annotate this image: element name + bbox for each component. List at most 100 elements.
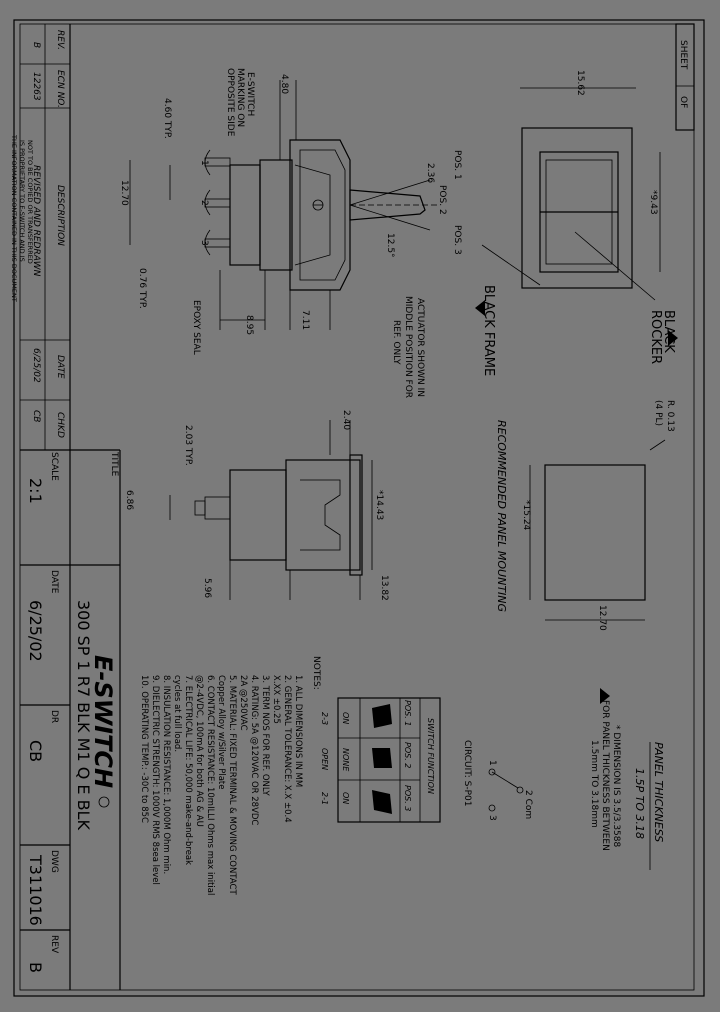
black-frame-triangle-icon <box>475 300 485 316</box>
dim-0-76: 0.76 TYP. <box>137 268 147 309</box>
note-8: 8. INSULATION RESISTANCE: 1,000M Ohm min… <box>161 675 171 874</box>
terminal-2-label: 2 <box>199 200 209 206</box>
pos3-rocker-icon <box>372 790 392 814</box>
proprietary-line-1: THE INFORMATION CONTAINED IN THIS DOCUME… <box>10 134 18 302</box>
pos-1-label: POS. 1 <box>452 150 462 180</box>
dim-2-03: 2.03 TYP. <box>183 425 193 466</box>
revision-table: REV. ECN NO. DESCRIPTION DATE CHKD B 122… <box>20 24 70 450</box>
dim-5-96: 5.96 <box>202 578 212 598</box>
pos2-state: NONE <box>341 748 350 772</box>
date-cell: 6/25/02 <box>31 348 41 383</box>
e-switch-logo: E-SWITCH <box>89 655 117 808</box>
dim-6-86: 6.86 <box>124 490 134 510</box>
registered-mark-icon <box>98 796 110 808</box>
pos2-header: POS. 2 <box>403 742 412 768</box>
of-label: OF <box>678 96 688 108</box>
black-rocker-triangle-icon <box>668 330 678 346</box>
panel-thickness-note: PANEL THICKNESS 1.5P TO 3.18 * DIMENSION… <box>589 688 665 870</box>
note-9: 9. DIELECTRIC STRENGTH: 1000V RMS 8sea l… <box>150 675 160 885</box>
marking-line-3: OPPOSITE SIDE <box>225 68 235 137</box>
dwg-value: T311016 <box>26 854 45 926</box>
dim-13-82: 13.82 <box>379 575 389 601</box>
proprietary-line-2: IS PROPRIETARY TO E-SWITCH AND IS <box>18 140 26 262</box>
dim-12-70a: 12.70 <box>119 180 129 206</box>
black-frame-label: BLACK FRAME <box>481 285 496 376</box>
pos1-connection: 2-3 <box>320 712 329 725</box>
pos1-rocker-icon <box>372 704 392 728</box>
dim-4-80: 4.80 <box>279 74 289 94</box>
side-view: 1 2 3 4.80 4.60 TYP. 12.70 0.76 TYP. 2.3… <box>119 68 462 398</box>
note-6: 6. CONTACT RESISTANCE: 10mILLI Ohms max … <box>205 675 215 895</box>
rev-header: REV. <box>55 30 65 50</box>
epoxy-label: EPOXY SEAL <box>191 300 201 355</box>
dim-12-70b: 12.70 <box>597 605 607 631</box>
note-4b: 2A @250VAC <box>238 675 248 731</box>
note-4: 4. RATING: 5A @120VAC OR 28VDC <box>249 675 259 825</box>
marking-line-2: MARKING ON <box>235 68 245 127</box>
note-2b: X.XX ±0.25 <box>271 675 281 724</box>
dim-15-62: 15.62 <box>575 70 585 96</box>
dim-15-24: *15.24 <box>521 500 531 531</box>
dim-4-60: 4.60 TYP. <box>162 98 172 139</box>
top-view: 15.62 *9.43 BLACK FRAME BLACK ROCKER <box>475 70 678 376</box>
ecn-cell: 12263 <box>31 72 41 101</box>
circuit-com-label: 2 Com <box>523 790 533 819</box>
title-label: TITLE <box>109 451 119 477</box>
pos3-state: ON <box>341 792 350 804</box>
circuit-label: CIRCUIT: S-P01 <box>462 740 472 807</box>
dim-8-95: 8.95 <box>244 315 254 335</box>
description-header: DESCRIPTION <box>55 185 65 246</box>
sheet-box: SHEET OF <box>675 23 695 131</box>
pos2-connection: OPEN <box>320 748 329 770</box>
pos-3-label: POS. 3 <box>452 225 462 255</box>
circuit-1-label: 1 <box>487 760 497 766</box>
panel-thickness-title: PANEL THICKNESS <box>652 742 665 842</box>
pos1-header: POS. 1 <box>403 700 412 726</box>
chkd-cell: CB <box>31 410 41 422</box>
rev-cell: B <box>31 42 41 48</box>
chkd-header: CHKD <box>55 412 65 438</box>
date-header: DATE <box>55 355 65 379</box>
panel-note-1: * DIMENSION IS 3.5/3.3588 <box>611 725 621 848</box>
terminal-1-label: 1 <box>199 160 209 166</box>
sheet-label: SHEET <box>678 40 688 70</box>
rev-label: REV <box>49 935 59 954</box>
panel-note-3: 1.5mm TO 3.18mm <box>589 740 599 828</box>
note-7b: cycles at full load. <box>172 675 182 752</box>
notes-block: NOTES: 1. ALL DIMENSIONS IN MM 2. GENERA… <box>139 656 321 895</box>
note-10: 10. OPERATING TEMP.: -30C to 85C <box>139 675 149 823</box>
panel-mounting: RECOMMENDED PANEL MOUNTING *15.24 12.70 … <box>495 400 675 631</box>
terminal-3-label: 3 <box>199 240 209 246</box>
note-5b: Copper Alloy w/Silver Plate <box>216 675 226 789</box>
panel-note-2: FOR PANEL THICKNESS BETWEEN <box>600 700 610 851</box>
rev-value: B <box>26 962 45 973</box>
note-1: 1. ALL DIMENSIONS IN MM <box>293 675 303 787</box>
proprietary-line-3: NOT TO BE COPIED OR TRANSFERRED <box>26 140 34 264</box>
dim-12-5: 12.5° <box>385 233 395 258</box>
circuit-diagram: CIRCUIT: S-P01 2 Com 1 3 <box>462 740 533 821</box>
dr-label: DR <box>49 710 59 723</box>
description-cell: REVISED AND REDRAWN <box>31 165 41 277</box>
actuator-line-2: MIDDLE POSITION FOR <box>403 296 413 398</box>
date-label: DATE <box>49 570 59 594</box>
actuator-line-1: ACTUATOR SHOWN IN <box>415 298 425 397</box>
note-3: 3. TERM NOS FOR REF. ONLY <box>260 675 270 797</box>
note-6b: @2-4VDC, 100mA for both AG & AU <box>194 675 204 827</box>
part-title: 300 SP 1 R7 BLK M1 Q E BLK <box>74 600 93 830</box>
front-view: 2.40 2.03 TYP. 6.86 5.96 13.82 *14.43 <box>124 410 389 601</box>
pos-2-label: POS. 2 <box>437 185 447 215</box>
sheet-inner-border <box>19 23 695 991</box>
dim-2-36: 2.36 <box>425 163 435 183</box>
panel-thickness-range: 1.5P TO 3.18 <box>633 768 646 839</box>
scale-value: 2:1 <box>26 478 45 504</box>
dr-value: CB <box>26 740 45 762</box>
switch-function-table: SWITCH FUNCTION POS. 1 POS. 2 POS. 3 ON … <box>320 697 441 823</box>
pos2-rocker-icon <box>372 748 392 768</box>
note-2: 2. GENERAL TOLERANCE: X.X ±0.4 <box>282 675 292 823</box>
pos3-connection: 2-1 <box>320 792 329 805</box>
notes-heading: NOTES: <box>311 656 321 690</box>
dim-7-11: 7.11 <box>300 310 310 330</box>
r013-label: R. 0.13 <box>665 400 675 432</box>
